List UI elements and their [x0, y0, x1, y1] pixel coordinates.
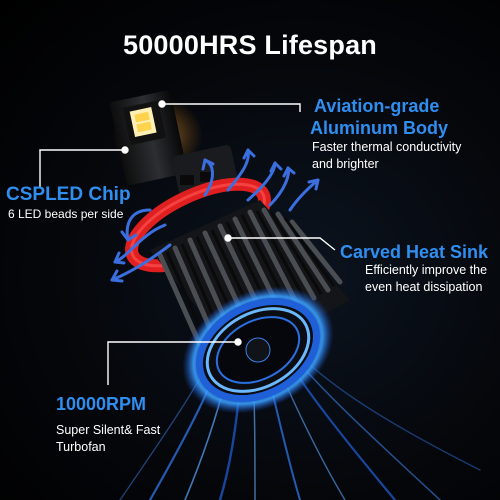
- rpm-heading: 10000RPM: [56, 394, 147, 414]
- aluminum-desc-line2: and brighter: [312, 157, 379, 171]
- fan-desc-line1: Super Silent& Fast: [56, 423, 161, 437]
- aluminum-heading-line2: Aluminum Body: [310, 118, 448, 138]
- aluminum-heading-line1: Aviation-grade: [314, 96, 440, 116]
- cspled-desc: 6 LED beads per side: [8, 207, 124, 221]
- heatsink-desc-line2: even heat dissipation: [365, 280, 483, 294]
- callout-lines: [39, 100, 336, 385]
- airflow-arrows: [110, 148, 320, 283]
- heatsink-desc-line1: Efficiently improve the: [365, 263, 488, 277]
- turbofan-housing: [182, 286, 334, 414]
- fan-desc-line2: Turbofan: [56, 440, 106, 454]
- aluminum-desc-line1: Faster thermal conductivity: [312, 140, 462, 154]
- cspled-heading: CSPLED Chip: [6, 184, 131, 205]
- lifespan-title: 50000HRS Lifespan: [122, 30, 377, 60]
- heatsink-heading: Carved Heat Sink: [340, 242, 489, 262]
